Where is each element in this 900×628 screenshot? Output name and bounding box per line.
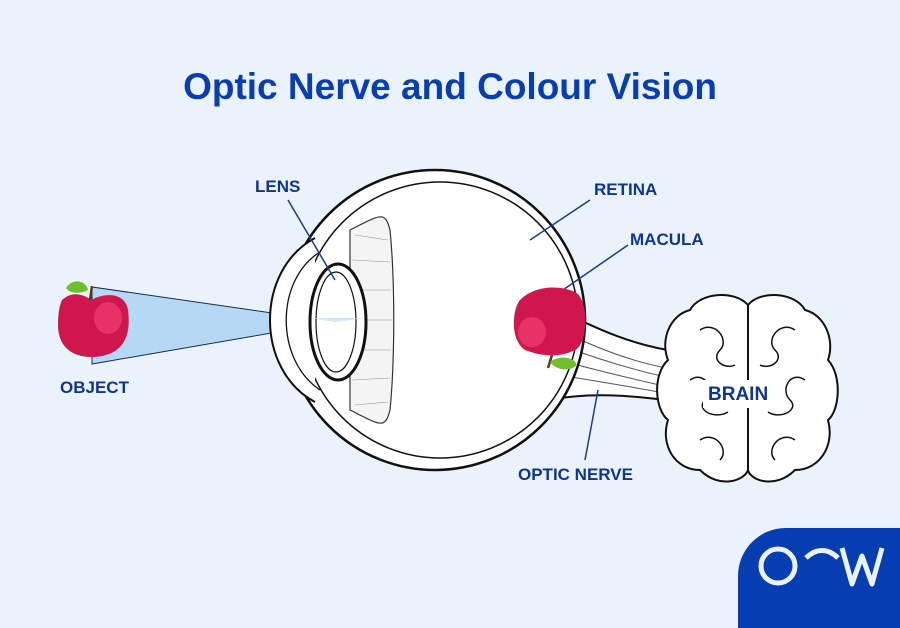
label-macula: MACULA [630,230,704,249]
eye-diagram [58,168,839,483]
cornea [269,237,316,403]
label-brain: BRAIN [708,384,769,405]
label-optic-nerve: OPTIC NERVE [518,465,633,484]
label-retina: RETINA [594,180,658,199]
ocw-logo-icon [758,546,885,587]
diagram-title: Optic Nerve and Colour Vision [183,66,717,107]
label-object: OBJECT [60,378,129,397]
pointer-lines [287,199,629,461]
retina-apple-icon [513,287,586,370]
brain-icon [656,293,839,483]
label-lens: LENS [255,177,301,196]
brand-logo [738,528,900,628]
object-apple-icon [58,281,129,358]
